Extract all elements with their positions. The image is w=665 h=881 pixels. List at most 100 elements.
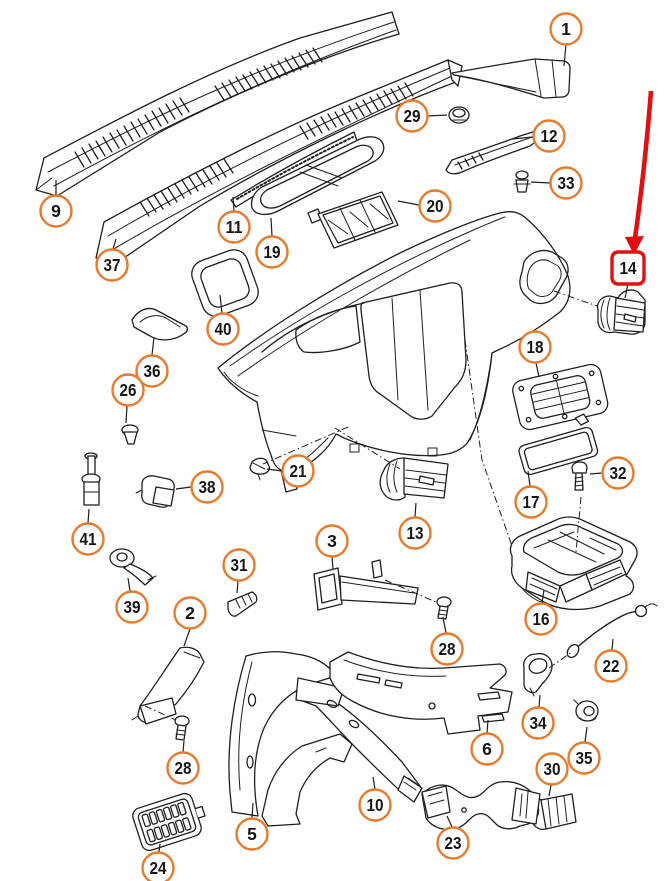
callout-ring[interactable] [521,706,555,740]
leader-line-36 [151,336,155,356]
callout-10[interactable]: 10 [358,788,392,822]
callout-ring[interactable] [206,312,240,346]
callout-5[interactable]: 5 [235,817,269,851]
callout-ring[interactable] [39,194,73,228]
callout-21[interactable]: 21 [281,454,315,488]
callout-35[interactable]: 35 [567,741,601,775]
callout-36[interactable]: 36 [135,354,169,388]
callout-38[interactable]: 38 [190,470,224,504]
callout-ring[interactable] [222,548,256,582]
callout-ring[interactable] [358,788,392,822]
callout-9[interactable]: 9 [39,194,73,228]
callout-14-highlighted[interactable]: 14 [610,250,646,286]
part-cowl-grille-upper [35,11,400,197]
callout-41[interactable]: 41 [71,522,105,556]
callout-ring[interactable] [281,454,315,488]
callout-32[interactable]: 32 [601,456,635,490]
callout-22[interactable]: 22 [594,649,628,683]
part-screw-28-right [436,596,452,620]
leader-line-30 [548,784,552,797]
callout-2[interactable]: 2 [173,596,207,630]
callout-19[interactable]: 19 [255,235,289,269]
callout-ring[interactable] [95,248,129,282]
callout-23[interactable]: 23 [436,826,470,860]
callout-33[interactable]: 33 [549,166,583,200]
callout-ring[interactable] [395,99,429,133]
callout-18[interactable]: 18 [518,330,552,364]
callout-number: 33 [558,173,575,193]
callout-34[interactable]: 34 [521,706,555,740]
callout-number: 24 [150,858,167,878]
callout-37[interactable]: 37 [95,248,129,282]
callout-ring[interactable] [135,354,169,388]
callout-number: 31 [231,555,248,575]
callout-ring[interactable] [470,732,504,766]
leader-line-14 [624,283,629,299]
part-duct-3 [313,559,419,611]
callout-number: 37 [104,255,121,275]
part-dashboard-panel [217,211,571,493]
callout-26[interactable]: 26 [111,373,145,407]
callout-ring[interactable] [532,119,566,153]
callout-30[interactable]: 30 [535,752,569,786]
callout-number: 11 [226,217,243,237]
part-instrument-surround [191,249,259,317]
callout-ring[interactable] [436,826,470,860]
callout-20[interactable]: 20 [418,189,452,223]
callout-ring[interactable] [141,851,175,881]
callout-13[interactable]: 13 [398,516,432,550]
part-center-vent-housing [509,516,638,611]
callout-ring[interactable] [115,590,149,624]
callout-ring[interactable] [549,166,583,200]
callout-ring[interactable] [398,516,432,550]
leader-line-29 [427,114,448,117]
callout-40[interactable]: 40 [206,312,240,346]
callout-number: 39 [124,597,141,617]
callout-1[interactable]: 1 [549,12,583,46]
part-clip-38 [135,475,175,508]
callout-ring[interactable] [430,632,464,666]
callout-ring[interactable] [535,752,569,786]
callout-ring[interactable] [111,373,145,407]
leader-line-10 [372,776,376,790]
callout-ring[interactable] [315,524,349,558]
leader-line-32 [589,472,603,475]
callout-number: 23 [445,833,462,853]
callout-ring[interactable] [514,485,548,519]
callout-17[interactable]: 17 [514,485,548,519]
callout-ring[interactable] [173,596,207,630]
callout-ring[interactable] [567,741,601,775]
callout-ring[interactable] [418,189,452,223]
callout-number: 18 [527,337,544,357]
leader-line-18 [535,362,540,378]
callout-ring[interactable] [524,602,558,636]
callout-29[interactable]: 29 [395,99,429,133]
callout-6[interactable]: 6 [470,732,504,766]
callout-39[interactable]: 39 [115,590,149,624]
callout-16[interactable]: 16 [524,602,558,636]
callout-ring[interactable] [166,751,200,785]
callout-24[interactable]: 24 [141,851,175,881]
part-duct-segment-31 [227,591,258,617]
callout-ring[interactable] [601,456,635,490]
callout-3[interactable]: 3 [315,524,349,558]
callout-28[interactable]: 28 [430,632,464,666]
callout-ring[interactable] [518,330,552,364]
callout-11[interactable]: 11 [217,210,251,244]
callout-number: 22 [603,656,620,676]
callout-number: 35 [576,748,593,768]
callout-31[interactable]: 31 [222,548,256,582]
leader-lines [55,43,629,853]
leader-line-1 [563,43,567,67]
callout-ring[interactable] [549,12,583,46]
callout-28[interactable]: 28 [166,751,200,785]
callout-ring[interactable] [71,522,105,556]
callout-12[interactable]: 12 [532,119,566,153]
part-center-grille [317,191,399,249]
callout-ring[interactable] [594,649,628,683]
callout-ring[interactable] [235,817,269,851]
callout-ring[interactable] [190,470,224,504]
callout-ring[interactable] [255,235,289,269]
callout-ring[interactable] [217,210,251,244]
part-defroster-bezel [250,136,385,224]
